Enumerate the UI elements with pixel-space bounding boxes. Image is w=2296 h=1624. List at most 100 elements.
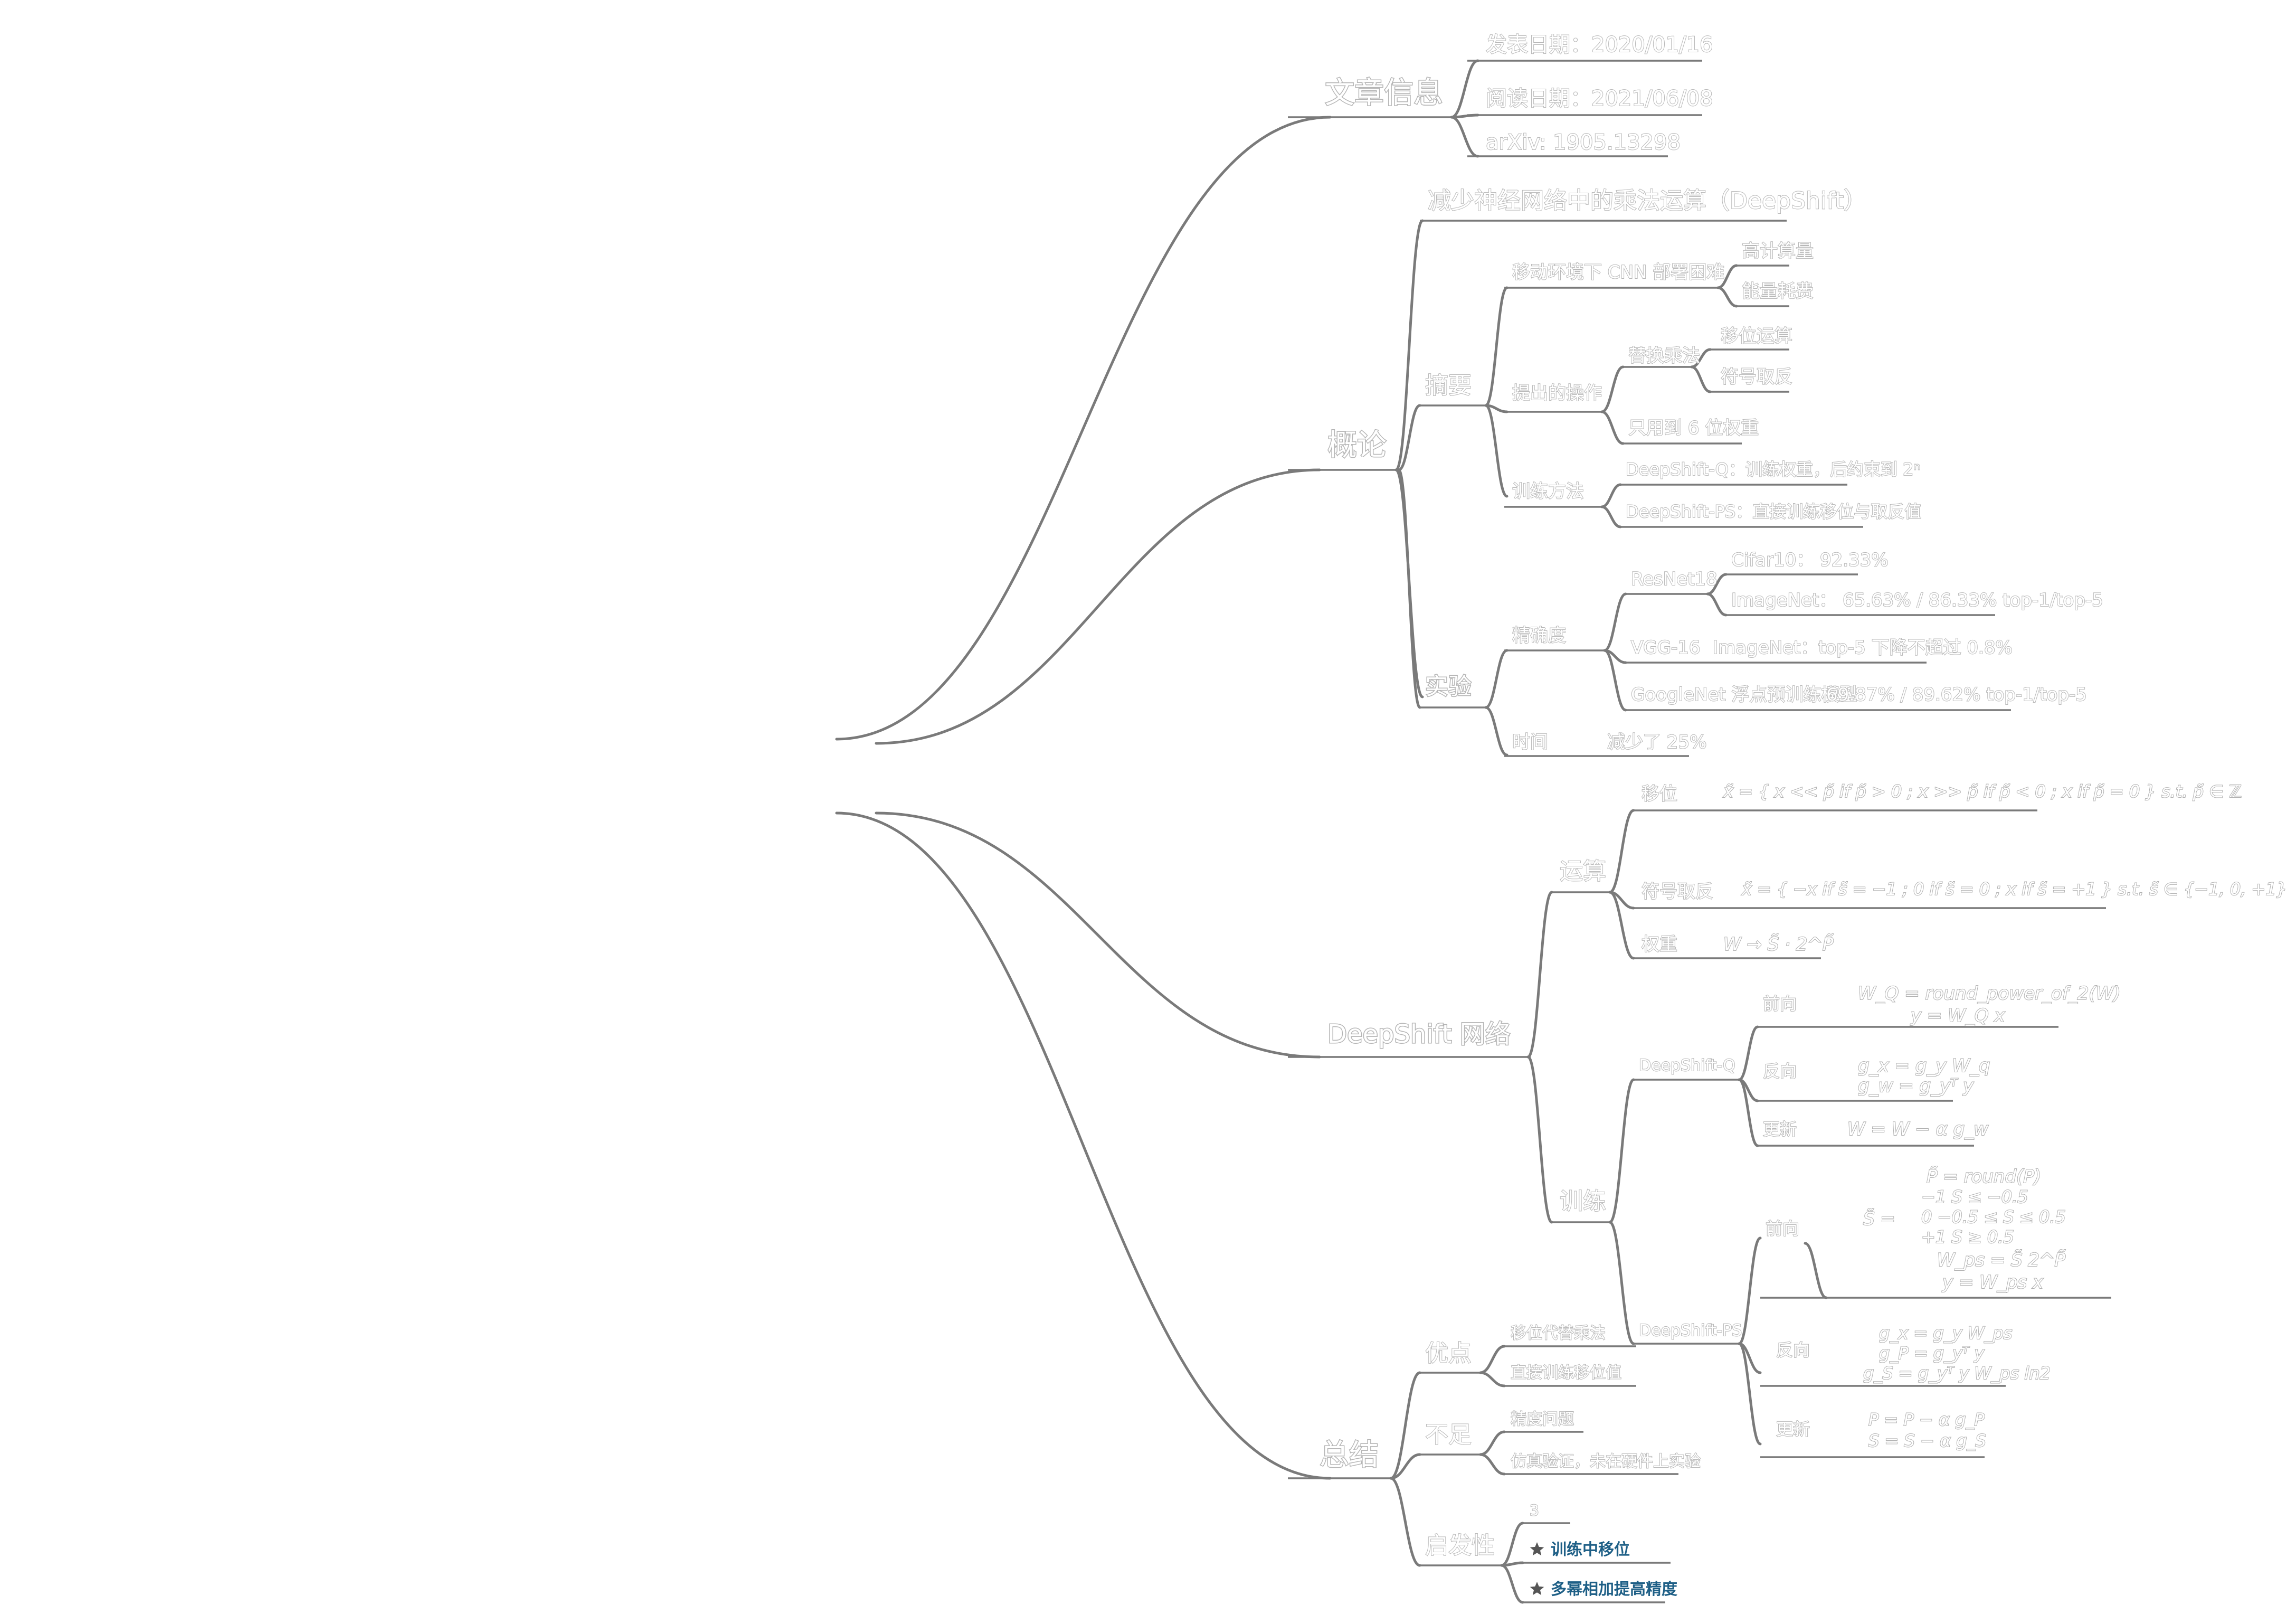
branch-connector — [1608, 1221, 1635, 1345]
node-dsps-bwd: 反向 — [1776, 1340, 1810, 1360]
node-ov-mobile-energy: 能量耗费 — [1742, 281, 1814, 302]
branch-connector — [1738, 1078, 1759, 1147]
node-info: 文章信息 — [1325, 76, 1443, 110]
branch-connector — [1804, 1242, 1828, 1299]
node-ov-ops-replace: 替换乘法 — [1628, 345, 1700, 366]
branch-connector — [1484, 706, 1508, 757]
branch-connector — [1738, 1025, 1759, 1081]
node-ov-ops: 提出的操作 — [1512, 383, 1602, 404]
node-sum-insp-count: 3 — [1530, 1502, 1539, 1519]
node-exp-google-val: 69.87% / 89.62% top-1/top-5 — [1826, 684, 2087, 705]
node-ov-train-q: DeepShift-Q：训练权重，后约束到 2ⁿ — [1626, 459, 1920, 479]
branch-connector — [1690, 365, 1712, 393]
node-info-arxiv: arXiv: 1905.13298 — [1486, 130, 1681, 155]
branch-connector — [1479, 1430, 1506, 1456]
branch-connector — [1389, 1477, 1421, 1567]
node-ov-train-ps: DeepShift-PS：直接训练移位与取反值 — [1626, 502, 1921, 522]
star-icon — [1530, 1582, 1544, 1595]
node-dsq: DeepShift-Q — [1639, 1056, 1735, 1075]
formula-ps-fwd-lhs: S̃ = — [1863, 1208, 1895, 1230]
node-dsq-upd: 更新 — [1763, 1119, 1797, 1139]
node-exp-acc: 精确度 — [1512, 625, 1566, 646]
node-dsps-upd: 更新 — [1776, 1419, 1810, 1439]
formula-ps-fwd-2: −1 S ≤ −0.5 — [1921, 1187, 2028, 1207]
formula-ps-fwd-1: P̃ = round(P) — [1927, 1166, 2041, 1187]
node-exp-time: 时间 — [1512, 732, 1548, 753]
node-sum-cons: 不足 — [1425, 1421, 1472, 1448]
node-exp-time-val: 减少了 25% — [1607, 732, 1706, 753]
node-exp-imagenet: ImageNet： 65.63% / 86.33% top-1/top-5 — [1731, 590, 2103, 611]
formula-q-update: W = W − α g_w — [1847, 1119, 1988, 1140]
node-exp-vgg-val: ImageNet：top-5 下降不超过 0.8% — [1713, 637, 2013, 658]
branch-connector — [1479, 1345, 1506, 1374]
node-sum-insp: 启发性 — [1425, 1532, 1495, 1559]
branch-connector — [1608, 891, 1635, 960]
formula-ps-update-2: S = S − α g_S — [1868, 1431, 1986, 1451]
branch-connector — [1394, 219, 1424, 471]
branch-connector — [875, 811, 1321, 1059]
branch-connector — [1484, 404, 1508, 498]
star-icon — [1530, 1542, 1544, 1556]
node-sum-pros-1: 移位代替乘法 — [1511, 1324, 1606, 1343]
node-info-pub: 发表日期：2020/01/16 — [1486, 33, 1713, 57]
branch-connector — [1608, 809, 1635, 894]
branch-connector — [1600, 483, 1622, 508]
node-ov-title: 减少神经网络中的乘法运算（DeepShift） — [1428, 187, 1867, 214]
branch-connector — [1738, 1342, 1762, 1446]
mind-map-connectors — [835, 59, 2111, 1604]
node-ds-sign: 符号取反 — [1642, 881, 1713, 902]
node-exp-resnet: ResNet18 — [1631, 569, 1718, 590]
node-exp-cifar: Cifar10： 92.33% — [1731, 550, 1889, 571]
formula-q-fwd-1: W_Q = round_power_of_2(W) — [1858, 983, 2121, 1004]
formula-ps-bwd-1: g_x = g_y W_ps — [1879, 1323, 2012, 1343]
branch-connector — [1479, 1453, 1506, 1476]
formula-ps-bwd-3: g_S = g_yᵀ y W_ps ln2 — [1863, 1363, 2051, 1383]
node-summary: 总结 — [1320, 1438, 1379, 1472]
branch-connector — [1397, 404, 1421, 471]
formula-q-fwd-2: y = W_Q x — [1910, 1005, 2005, 1026]
node-sum-insp-1: 训练中移位 — [1551, 1541, 1630, 1559]
formula-q-bwd-1: g_x = g_y W_q — [1858, 1055, 1990, 1077]
formula-ps-bwd-2: g_P = g_yᵀ y — [1879, 1343, 1985, 1363]
branch-connector — [1603, 649, 1627, 712]
branch-connector — [835, 116, 1332, 741]
node-ov-train: 训练方法 — [1512, 481, 1584, 502]
formula-shift: x̃ = { x << p̃ if p̃ > 0 ; x >> p̃ if p̃… — [1723, 781, 2242, 801]
formula-q-bwd-2: g_w = g_yᵀ y — [1858, 1075, 1974, 1097]
node-ov-abstract: 摘要 — [1425, 372, 1472, 399]
branch-connector — [1600, 410, 1625, 445]
node-ds-weight: 权重 — [1642, 934, 1677, 955]
branch-connector — [1500, 1564, 1524, 1604]
branch-connector — [1526, 891, 1553, 1059]
branch-connector — [1450, 59, 1479, 119]
node-dsps-fwd: 前向 — [1766, 1219, 1799, 1239]
formula-weight: W → S̃ · 2^P̃ — [1723, 934, 1834, 955]
branch-connector — [1484, 649, 1508, 709]
branch-connector — [1608, 1078, 1635, 1224]
branch-connector — [1479, 1371, 1506, 1387]
node-ds-ops: 运算 — [1560, 858, 1606, 885]
formula-ps-fwd-6: y = W_ps x — [1942, 1272, 2044, 1293]
node-dsps: DeepShift-PS — [1639, 1321, 1742, 1340]
branch-connector — [1389, 1371, 1421, 1480]
branch-connector — [1603, 592, 1627, 652]
node-experiment: 实验 — [1425, 673, 1472, 700]
mind-map-nodes: 文章信息发表日期：2020/01/16阅读日期：2021/06/08arXiv:… — [1319, 32, 2288, 1599]
branch-connector — [1450, 116, 1479, 158]
branch-connector — [1484, 286, 1508, 407]
node-dsq-fwd: 前向 — [1763, 994, 1797, 1014]
branch-connector — [1600, 365, 1625, 413]
node-dsq-bwd: 反向 — [1763, 1061, 1797, 1081]
formula-sign: x̃ = { −x if s̃ = −1 ; 0 if s̃ = 0 ; x i… — [1741, 879, 2287, 899]
node-ds-train: 训练 — [1560, 1188, 1606, 1215]
formula-ps-update-1: P = P − α g_P — [1868, 1410, 1985, 1430]
branch-connector — [1397, 468, 1421, 709]
node-sum-pros: 优点 — [1425, 1340, 1472, 1367]
node-exp-vgg: VGG-16 — [1631, 637, 1700, 658]
node-ds-shift: 移位 — [1642, 783, 1677, 805]
node-sum-insp-2: 多幂相加提高精度 — [1551, 1580, 1677, 1599]
branch-connector — [1389, 1453, 1421, 1480]
branch-connector — [1526, 1055, 1553, 1224]
branch-connector — [835, 811, 1332, 1480]
